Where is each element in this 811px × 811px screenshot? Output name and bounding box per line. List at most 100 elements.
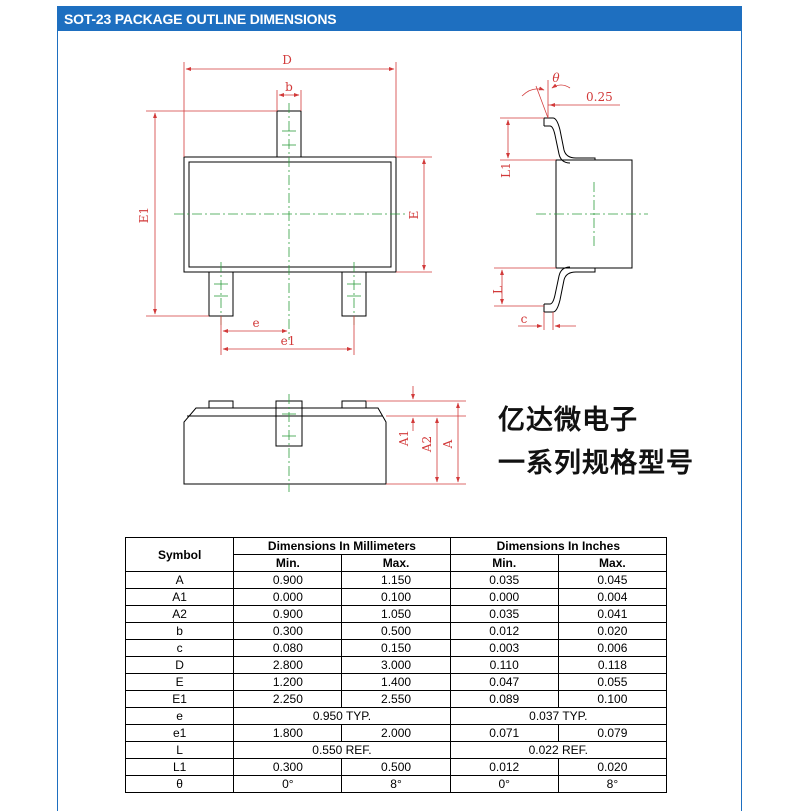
- label-A2: A2: [420, 436, 434, 453]
- cell-in-min: 0.035: [449, 605, 559, 623]
- datasheet-frame: SOT-23 PACKAGE OUTLINE DIMENSIONS: [57, 6, 742, 811]
- label-E1: E1: [137, 207, 151, 223]
- cell-in-max: 0.006: [557, 639, 668, 657]
- front-pin-right: [341, 400, 367, 409]
- cell-in-min: 0.012: [449, 758, 559, 776]
- section-header: SOT-23 PACKAGE OUTLINE DIMENSIONS: [58, 7, 741, 31]
- front-view: [183, 400, 387, 485]
- label-L1: L1: [499, 162, 513, 178]
- cell-symbol: E1: [124, 690, 235, 708]
- cell-mm-min: 0.900: [233, 605, 343, 623]
- caption-line-1: 亿达微电子: [498, 405, 638, 436]
- cell-symbol: c: [124, 639, 235, 657]
- cell-in-max: 0.020: [557, 758, 668, 776]
- mm-header: Dimensions In Millimeters: [233, 537, 451, 555]
- label-c: c: [521, 312, 528, 326]
- label-gauge: 0.25: [586, 90, 613, 104]
- cell-mm-max: 2.000: [341, 724, 451, 742]
- label-theta: θ: [552, 71, 560, 85]
- mm-max-header: Max.: [341, 554, 451, 572]
- cell-mm-min: 0.300: [233, 758, 343, 776]
- cell-in-min: 0.003: [449, 639, 559, 657]
- side-view-dimensions: [494, 80, 620, 330]
- cell-in-max: 0.041: [557, 605, 668, 623]
- cell-mm-typical: 0.550 REF.: [233, 741, 451, 759]
- label-D: D: [282, 53, 292, 67]
- label-A: A: [441, 439, 455, 449]
- side-upper-lead-outer: [544, 117, 596, 160]
- cell-in-max: 8°: [557, 775, 668, 793]
- cell-mm-min: 2.250: [233, 690, 343, 708]
- cell-in-min: 0.089: [449, 690, 559, 708]
- cell-mm-min: 1.800: [233, 724, 343, 742]
- cell-mm-max: 8°: [341, 775, 451, 793]
- label-b: b: [285, 80, 293, 94]
- cell-symbol: D: [124, 656, 235, 674]
- cell-in-max: 0.045: [557, 571, 668, 589]
- top-body-outer: [183, 156, 397, 273]
- cell-mm-typical: 0.950 TYP.: [233, 707, 451, 725]
- label-e1: e1: [281, 334, 296, 348]
- cell-symbol: θ: [124, 775, 235, 793]
- label-A1: A1: [397, 430, 411, 447]
- cell-in-max: 0.020: [557, 622, 668, 640]
- cell-mm-max: 0.500: [341, 622, 451, 640]
- label-E: E: [407, 211, 421, 220]
- top-view: [183, 110, 397, 317]
- side-view: [543, 117, 633, 313]
- cell-in-min: 0°: [449, 775, 559, 793]
- cell-symbol: e: [124, 707, 235, 725]
- cell-mm-min: 0.080: [233, 639, 343, 657]
- cell-in-min: 0.047: [449, 673, 559, 691]
- cell-mm-min: 0.300: [233, 622, 343, 640]
- front-view-centerline: [282, 394, 296, 492]
- top-view-centerlines: [174, 103, 406, 340]
- cell-mm-max: 0.150: [341, 639, 451, 657]
- cell-mm-min: 0.900: [233, 571, 343, 589]
- dimensions-table: Symbol Dimensions In Millimeters Dimensi…: [124, 537, 668, 793]
- in-max-header: Max.: [557, 554, 668, 572]
- cell-in-min: 0.035: [449, 571, 559, 589]
- cell-in-max: 0.055: [557, 673, 668, 691]
- cell-in-min: 0.110: [449, 656, 559, 674]
- side-lower-lead-inner: [544, 266, 571, 305]
- inch-header: Dimensions In Inches: [449, 537, 668, 555]
- cell-in-max: 0.118: [557, 656, 668, 674]
- cell-mm-min: 0.000: [233, 588, 343, 606]
- front-view-dimensions: [366, 386, 466, 485]
- symbol-header: Symbol: [124, 537, 235, 572]
- cell-symbol: b: [124, 622, 235, 640]
- side-lower-lead-outer: [544, 268, 596, 313]
- cell-mm-max: 2.550: [341, 690, 451, 708]
- cell-in-max: 0.079: [557, 724, 668, 742]
- cell-mm-max: 1.050: [341, 605, 451, 623]
- caption-line-2: 一系列规格型号: [498, 448, 694, 479]
- cell-symbol: A1: [124, 588, 235, 606]
- cell-in-max: 0.100: [557, 690, 668, 708]
- cell-in-max: 0.004: [557, 588, 668, 606]
- cell-in-typical: 0.037 TYP.: [449, 707, 668, 725]
- cell-mm-min: 0°: [233, 775, 343, 793]
- cell-mm-max: 1.150: [341, 571, 451, 589]
- cell-mm-max: 1.400: [341, 673, 451, 691]
- mm-min-header: Min.: [233, 554, 343, 572]
- cell-mm-min: 2.800: [233, 656, 343, 674]
- label-L: L: [491, 286, 505, 294]
- side-upper-lead-inner: [544, 125, 571, 164]
- cell-symbol: L1: [124, 758, 235, 776]
- cell-symbol: L: [124, 741, 235, 759]
- cell-in-min: 0.000: [449, 588, 559, 606]
